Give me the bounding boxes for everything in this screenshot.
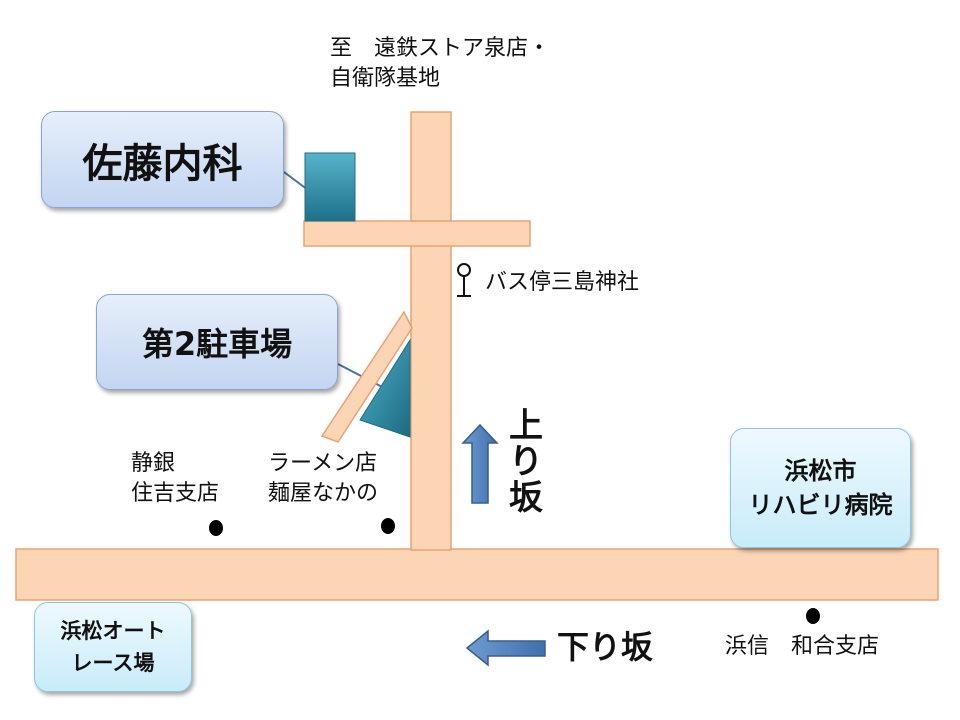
- race-track-name-line2: レース場: [71, 651, 155, 675]
- parking-callout-box: 第2駐車場: [96, 294, 338, 390]
- parking-lot-shape: [359, 338, 411, 438]
- bank-sumiyoshi-line1: 静銀: [131, 451, 176, 476]
- bank-sumiyoshi-marker: [209, 520, 223, 536]
- clinic-callout-box: 佐藤内科: [41, 111, 284, 208]
- uphill-label: 上り坂: [509, 406, 543, 518]
- clinic-name: 佐藤内科: [82, 140, 243, 187]
- bank-sumiyoshi-line2: 住吉支店: [131, 481, 220, 506]
- hospital-name-line1: 浜松市: [784, 457, 857, 485]
- parking-access-road: [320, 310, 413, 443]
- bus-stop-label: バス停三島神社: [485, 270, 640, 295]
- race-track-name-line1: 浜松オート: [60, 619, 166, 643]
- bank-wago-marker: [806, 608, 820, 624]
- arrow-left-icon: [465, 629, 546, 667]
- ramen-shop-line1: ラーメン店: [268, 451, 378, 476]
- clinic-building: [304, 152, 356, 222]
- destination-label-line1: 至 遠鉄ストア泉店・: [330, 36, 551, 61]
- parking-name: 第2駐車場: [141, 325, 293, 363]
- ramen-shop-line2: 麺屋なかの: [268, 481, 379, 506]
- downhill-label: 下り坂: [557, 628, 654, 666]
- hospital-callout-box: 浜松市 リハビリ病院: [730, 428, 911, 548]
- bank-wago-label: 浜信 和合支店: [725, 634, 880, 659]
- race-track-callout-box: 浜松オート レース場: [34, 602, 192, 692]
- bus-stop-pin-icon: [457, 263, 471, 297]
- road-vertical: [410, 111, 452, 551]
- destination-label-line2: 自衛隊基地: [330, 66, 441, 91]
- main-road-horizontal: [15, 548, 939, 601]
- arrow-up-icon: [461, 423, 499, 504]
- clinic-callout-line: [283, 171, 309, 191]
- ramen-shop-marker: [381, 518, 395, 534]
- side-road-horizontal: [303, 220, 531, 247]
- hospital-name-line2: リハビリ病院: [748, 491, 893, 519]
